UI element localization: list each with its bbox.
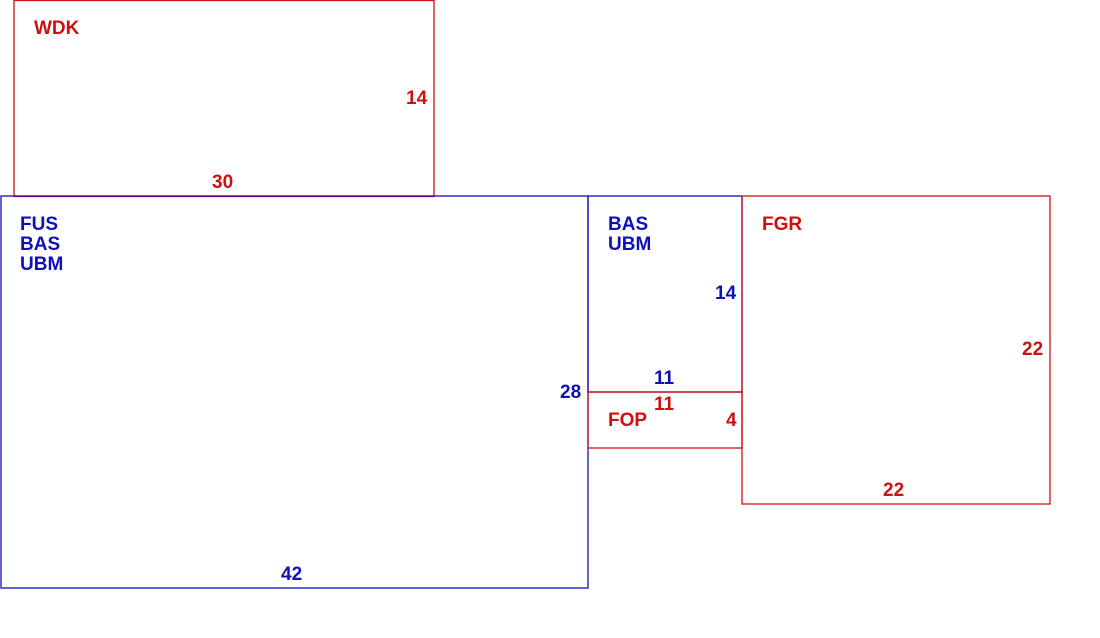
box-fus: FUS BAS UBM 28 42	[0, 195, 589, 589]
box-fus-outline	[0, 195, 589, 589]
box-fop-height-label: 4	[726, 410, 737, 431]
box-fgr-height-label: 22	[1022, 339, 1043, 360]
box-fop: 11 FOP 4	[587, 391, 743, 449]
box-fus-height-label: 28	[560, 382, 581, 403]
box-fgr: FGR 22 22	[741, 195, 1051, 505]
box-bas-name-1: BAS	[608, 214, 648, 235]
box-bas-width-label: 11	[654, 368, 675, 389]
box-wdk: WDK 14 30	[13, 0, 435, 198]
box-fgr-outline	[741, 195, 1051, 505]
box-fus-name-1: FUS	[20, 214, 58, 235]
box-fop-name-1: FOP	[608, 410, 647, 431]
box-bas: BAS UBM 14 11	[587, 195, 743, 393]
box-fop-width-label: 11	[654, 394, 675, 415]
box-fgr-name-1: FGR	[762, 214, 802, 235]
box-fus-width-label: 42	[281, 564, 302, 585]
box-wdk-name-1: WDK	[34, 18, 80, 39]
box-bas-name-2: UBM	[608, 234, 651, 255]
box-bas-height-label: 14	[715, 283, 737, 304]
box-wdk-height-label: 14	[406, 88, 428, 109]
box-fus-name-2: BAS	[20, 234, 60, 255]
box-wdk-width-label: 30	[212, 172, 233, 193]
box-fus-name-3: UBM	[20, 254, 63, 275]
box-fgr-width-label: 22	[883, 480, 904, 501]
